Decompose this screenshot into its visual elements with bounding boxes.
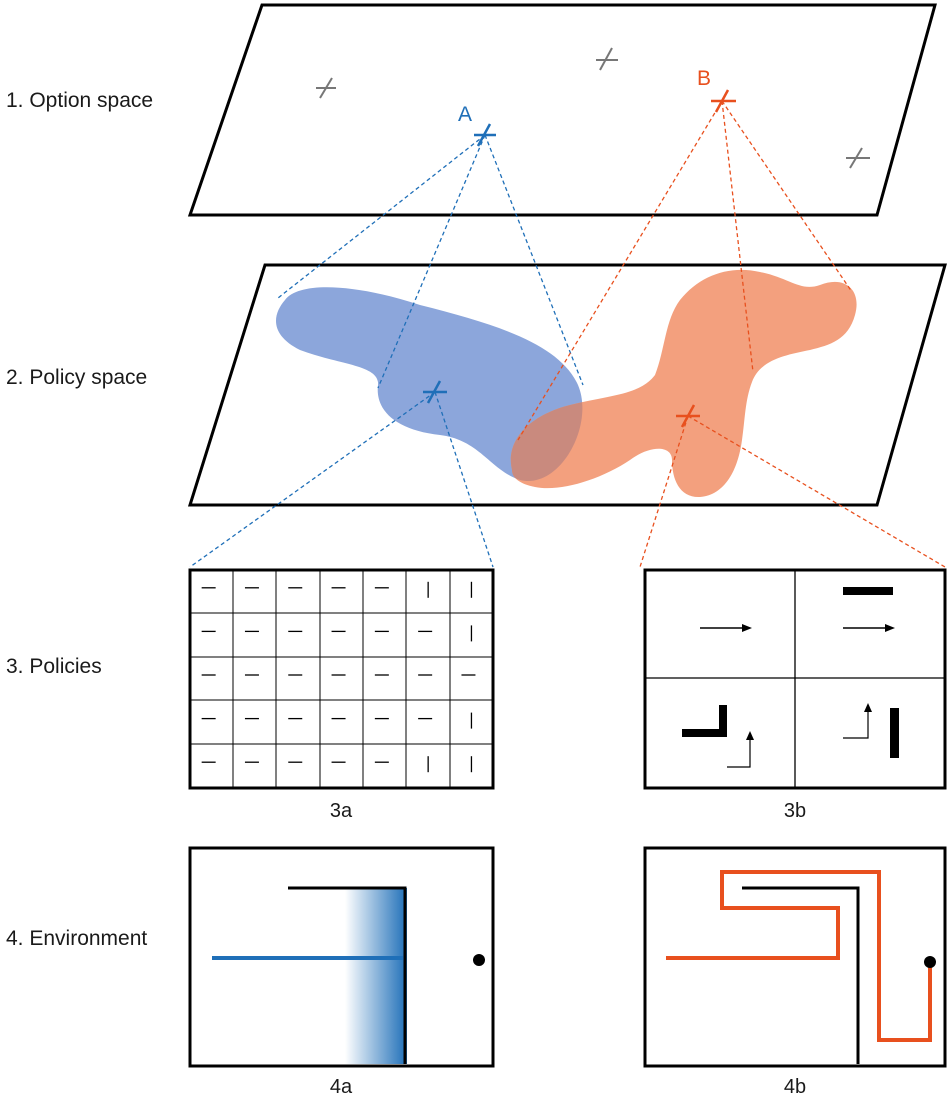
option-marker-1 (316, 77, 336, 99)
option-space-plane (187, 3, 937, 217)
caption-3a: 3a (329, 800, 353, 822)
caption-4a: 4a (329, 1076, 353, 1098)
row-label-policies: 3. Policies (6, 655, 102, 678)
option-a-label: A (458, 103, 473, 126)
option-b-label: B (697, 67, 712, 90)
row-label-policy-space: 2. Policy space (6, 366, 148, 389)
environment-4a (188, 846, 495, 1068)
policy-region-b (510, 269, 857, 498)
option-a-projections (189, 134, 584, 568)
caption-3b: 3b (783, 800, 807, 822)
caption-4b: 4b (783, 1076, 807, 1098)
row-label-option-space: 1. Option space (6, 89, 154, 112)
row-label-environment: 4. Environment (6, 927, 148, 950)
policy-region-a (275, 287, 583, 482)
option-marker-2 (596, 47, 618, 71)
environment-4b (643, 846, 947, 1068)
policy-space-plane (187, 263, 947, 507)
option-marker-3 (846, 147, 870, 169)
option-b-projections (517, 100, 946, 568)
policy-grid-3b (643, 568, 947, 790)
policy-grid-3a (188, 568, 495, 790)
